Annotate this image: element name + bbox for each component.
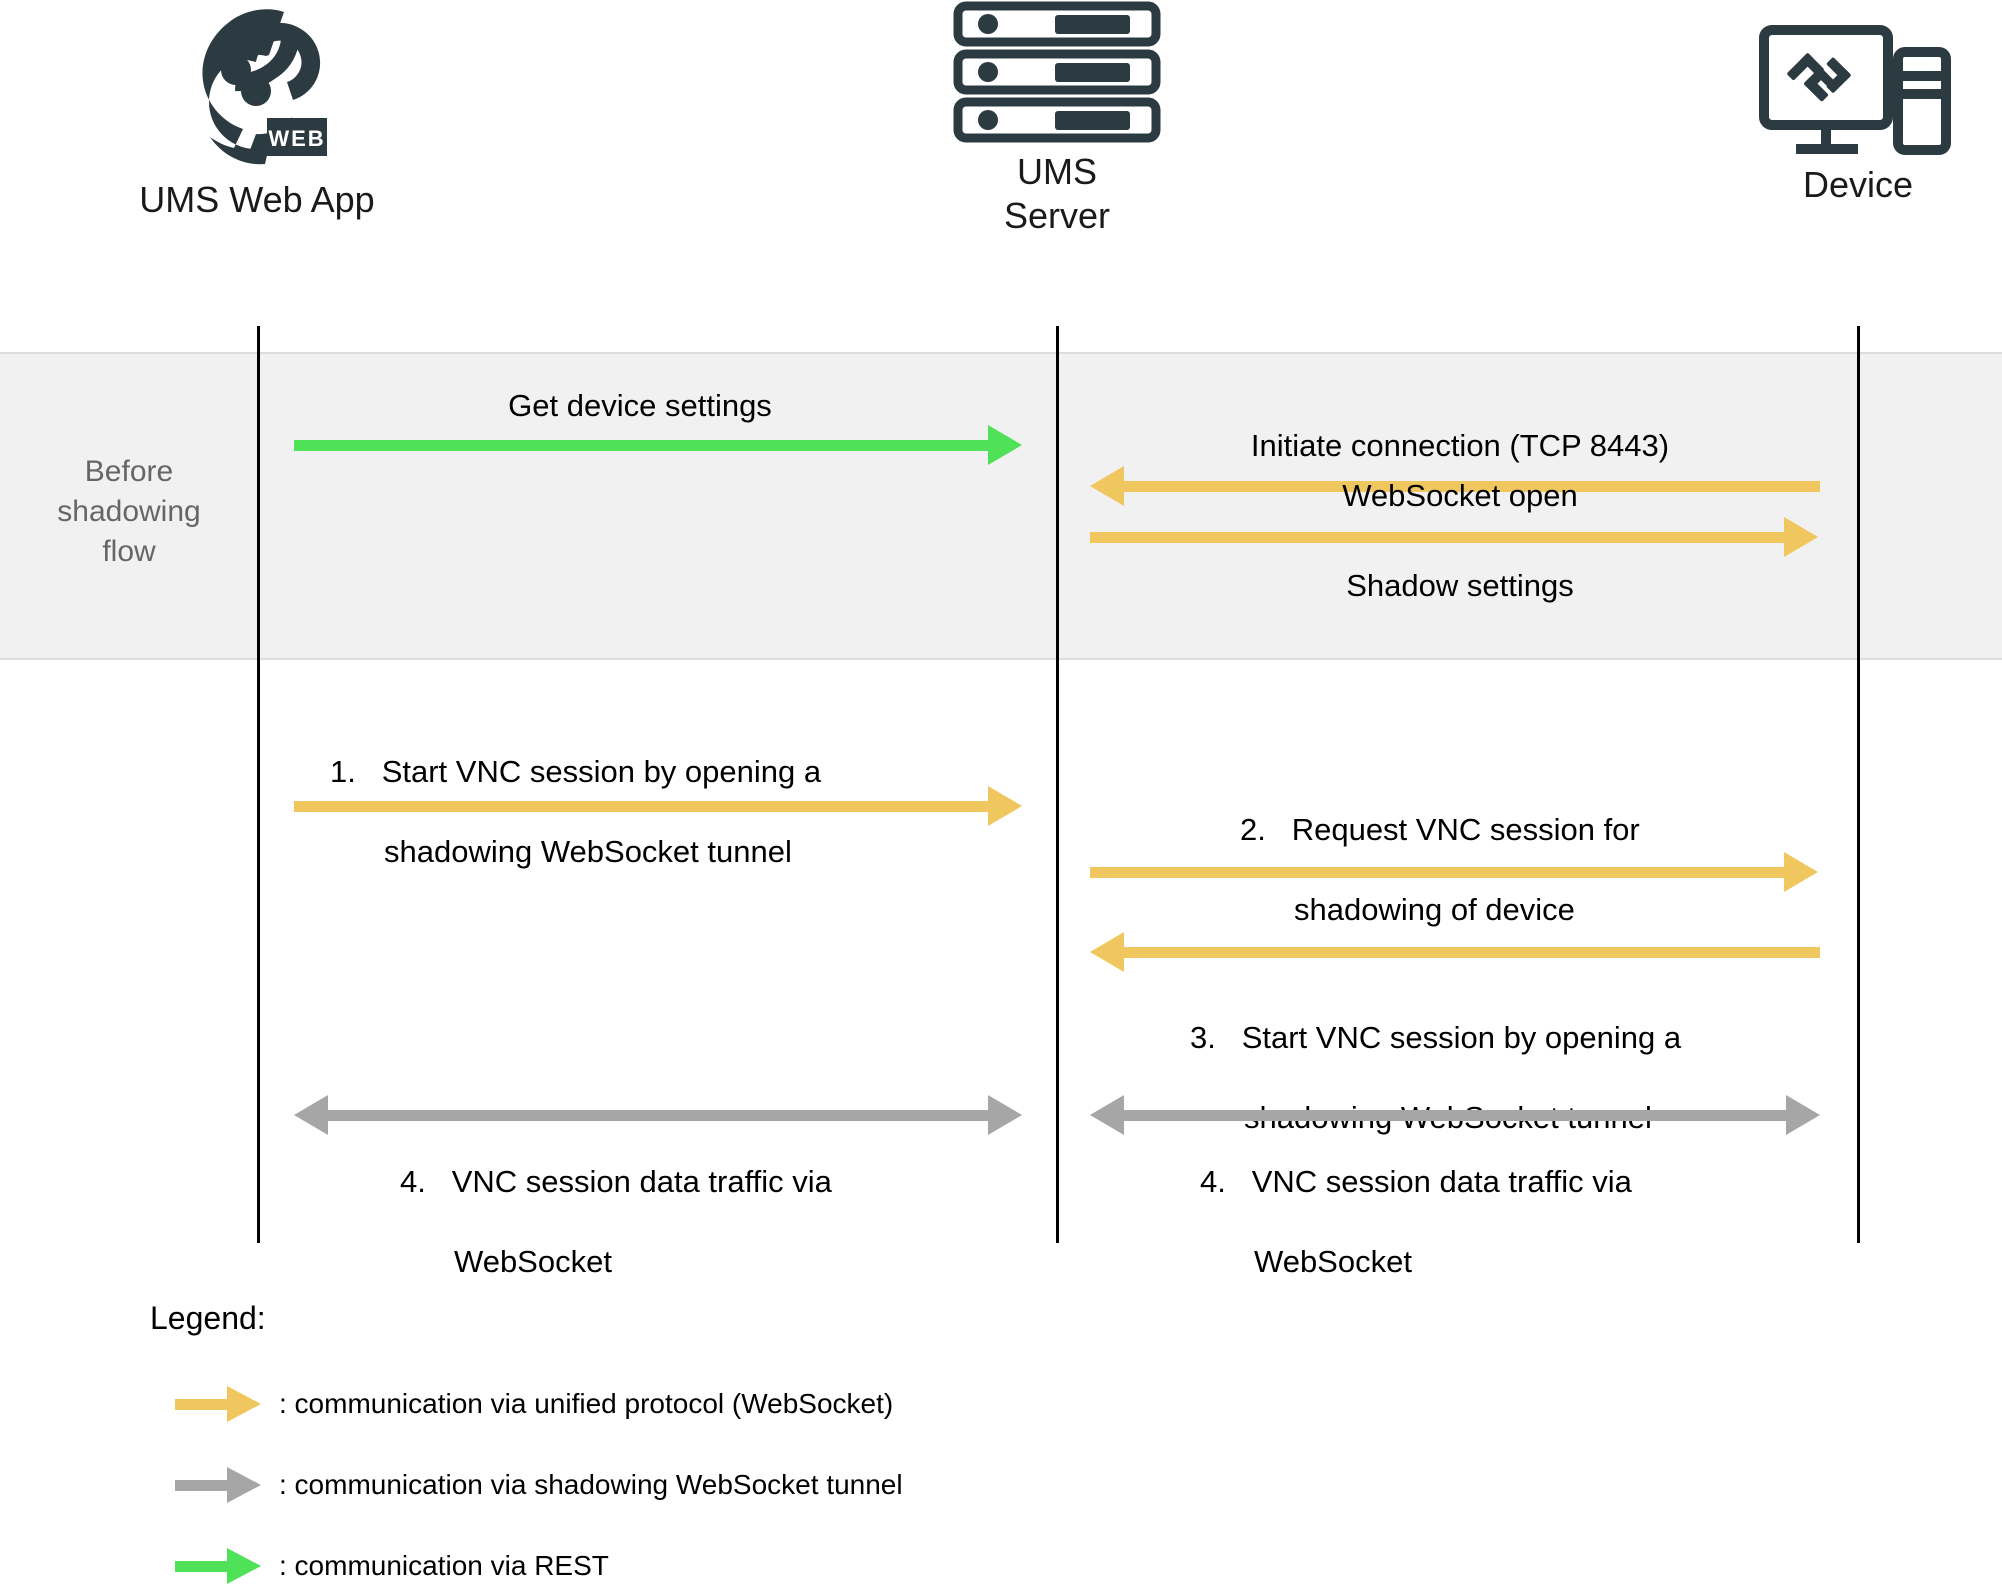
message-label-vnc-traffic-right: 4. VNC session data traffic via WebSocke… <box>1200 1164 1632 1279</box>
message-arrow-initiate-connection <box>1090 466 1820 506</box>
message-arrow-start-vnc-session-device <box>1090 932 1820 972</box>
arrow-rest-icon <box>175 1548 265 1584</box>
legend-text-tunnel: : communication via shadowing WebSocket … <box>279 1469 903 1500</box>
message-label-shadow-settings: Shadow settings <box>1346 568 1574 603</box>
message-label-start-vnc-session-webapp: 1. Start VNC session by opening a shadow… <box>330 754 822 869</box>
actor-label-ums-web-app: UMS Web App <box>139 179 375 220</box>
desktop-device-icon <box>1658 18 2002 163</box>
actor-label-ums-server: UMS Server <box>1003 151 1111 236</box>
message-label-websocket-open: WebSocket open <box>1342 478 1578 513</box>
message-number-2: 2. <box>1240 812 1266 847</box>
message-number-3: 3. <box>1190 1020 1216 1055</box>
message-arrow-start-vnc-session-webapp <box>294 786 1022 826</box>
legend-text-unified: : communication via unified protocol (We… <box>279 1388 894 1419</box>
svg-text:WEB: WEB <box>268 126 325 151</box>
server-rack-icon <box>857 0 1257 150</box>
actor-ums-web-app: WEB UMS Web App <box>57 8 457 222</box>
before-shadowing-band <box>0 352 2002 660</box>
message-arrow-vnc-traffic-right <box>1090 1095 1820 1135</box>
message-arrow-vnc-traffic-left <box>294 1095 1022 1135</box>
message-number-4-right: 4. <box>1200 1164 1226 1199</box>
legend-item-unified: : communication via unified protocol (We… <box>175 1386 893 1422</box>
message-arrow-request-vnc-session <box>1090 852 1820 892</box>
phase-label: Before shadowing flow <box>57 455 201 568</box>
message-label-get-device-settings: Get device settings <box>508 388 772 423</box>
legend-title: Legend: <box>150 1300 266 1336</box>
legend-item-tunnel: : communication via shadowing WebSocket … <box>175 1467 903 1503</box>
ums-web-logo-icon: WEB <box>57 8 457 178</box>
message-label-request-vnc-session: 2. Request VNC session for shadowing of … <box>1240 812 1640 927</box>
arrow-unified-icon <box>175 1386 265 1422</box>
message-arrow-websocket-open <box>1090 517 1820 557</box>
lifeline-ums-server <box>1056 326 1059 1243</box>
message-label-vnc-traffic-left: 4. VNC session data traffic via WebSocke… <box>400 1164 832 1279</box>
message-number-1: 1. <box>330 754 356 789</box>
message-label-initiate-connection: Initiate connection (TCP 8443) <box>1250 428 1670 463</box>
message-arrow-get-device-settings <box>294 425 1022 465</box>
message-label-start-vnc-session-device: 3. Start VNC session by opening a shadow… <box>1190 1020 1682 1135</box>
legend-item-rest: : communication via REST <box>175 1548 609 1584</box>
legend-text-rest: : communication via REST <box>279 1550 609 1581</box>
actor-ums-server: UMS Server <box>857 0 1257 238</box>
message-number-4-left: 4. <box>400 1164 426 1199</box>
arrow-tunnel-icon <box>175 1467 265 1503</box>
actor-label-device: Device <box>1802 164 1914 205</box>
actor-device: Device <box>1658 18 2002 207</box>
lifeline-ums-web-app <box>257 326 260 1243</box>
lifeline-device <box>1857 326 1860 1243</box>
